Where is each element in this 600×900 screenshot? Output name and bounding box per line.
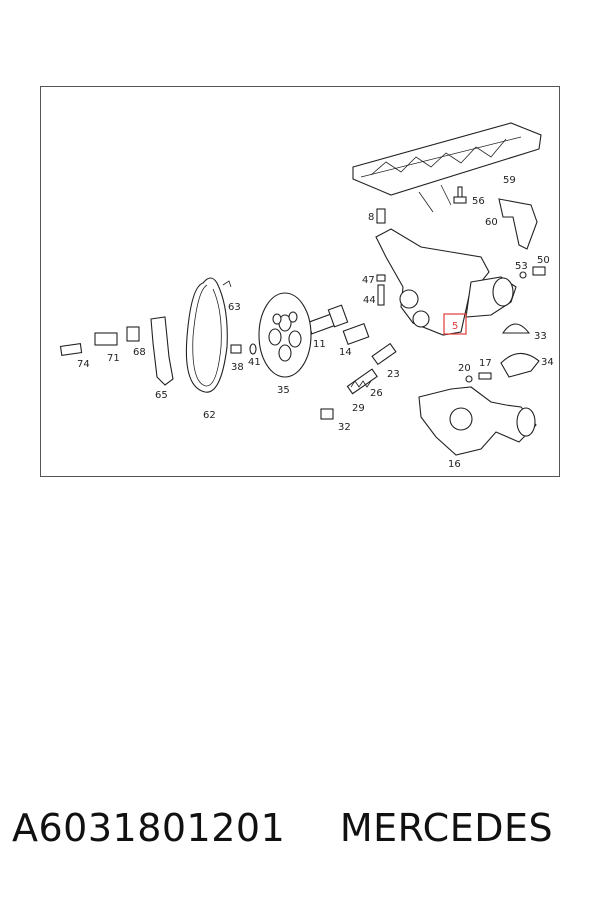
part-number: A6031801201 — [12, 806, 286, 850]
label-20: 20 — [458, 363, 471, 374]
label-47: 47 — [362, 275, 375, 286]
gear-shaft-11 — [307, 304, 349, 335]
bolt-53-50 — [519, 266, 546, 279]
chain-62 — [185, 277, 228, 393]
label-63: 63 — [228, 302, 241, 313]
oil-pan-baffle — [352, 122, 542, 213]
bolt-47-44 — [376, 274, 386, 306]
highlight-box-part-5 — [443, 313, 467, 335]
label-17: 17 — [479, 358, 492, 369]
label-11: 11 — [313, 339, 326, 350]
label-50: 50 — [537, 255, 550, 266]
bolt-56 — [453, 186, 467, 204]
product-caption: A6031801201 MERCEDES — [12, 806, 592, 856]
label-16: 16 — [448, 459, 461, 470]
sprocket-35 — [258, 292, 312, 378]
label-41: 41 — [248, 357, 261, 368]
cap-33 — [501, 323, 531, 334]
valve-parts — [320, 342, 397, 420]
label-59: 59 — [503, 175, 516, 186]
tensioner-65 — [150, 316, 174, 386]
label-32: 32 — [338, 422, 351, 433]
label-62: 62 — [203, 410, 216, 421]
label-71: 71 — [107, 353, 120, 364]
label-35: 35 — [277, 385, 290, 396]
label-53: 53 — [515, 261, 528, 272]
label-56: 56 — [472, 196, 485, 207]
spring-68 — [126, 326, 140, 342]
label-38: 38 — [231, 362, 244, 373]
label-26: 26 — [370, 388, 383, 399]
bolt-38-washer-41 — [230, 343, 257, 355]
label-44: 44 — [363, 295, 376, 306]
label-5: 5 — [452, 321, 458, 332]
label-68: 68 — [133, 347, 146, 358]
bracket-60 — [498, 198, 538, 250]
brand-name: MERCEDES — [339, 806, 554, 850]
label-29: 29 — [352, 403, 365, 414]
label-65: 65 — [155, 390, 168, 401]
label-34: 34 — [541, 357, 554, 368]
gear-14 — [342, 322, 370, 346]
bolt-20-17 — [465, 372, 492, 383]
label-14: 14 — [339, 347, 352, 358]
parts-diagram: 59 56 60 8 50 53 47 44 63 5 33 34 74 71 … — [40, 86, 560, 477]
label-74: 74 — [77, 359, 90, 370]
oil-pump-body — [375, 228, 517, 336]
pin-74 — [59, 343, 83, 356]
label-23: 23 — [387, 369, 400, 380]
label-8: 8 — [368, 212, 374, 223]
pump-housing-16 — [418, 386, 537, 456]
label-33: 33 — [534, 331, 547, 342]
bushing-71 — [94, 332, 118, 346]
cap-34 — [500, 352, 540, 378]
label-60: 60 — [485, 217, 498, 228]
exploded-view-drawing: 59 56 60 8 50 53 47 44 63 5 33 34 74 71 … — [59, 122, 554, 470]
sleeve-8 — [376, 208, 386, 224]
clip-63 — [222, 280, 232, 288]
